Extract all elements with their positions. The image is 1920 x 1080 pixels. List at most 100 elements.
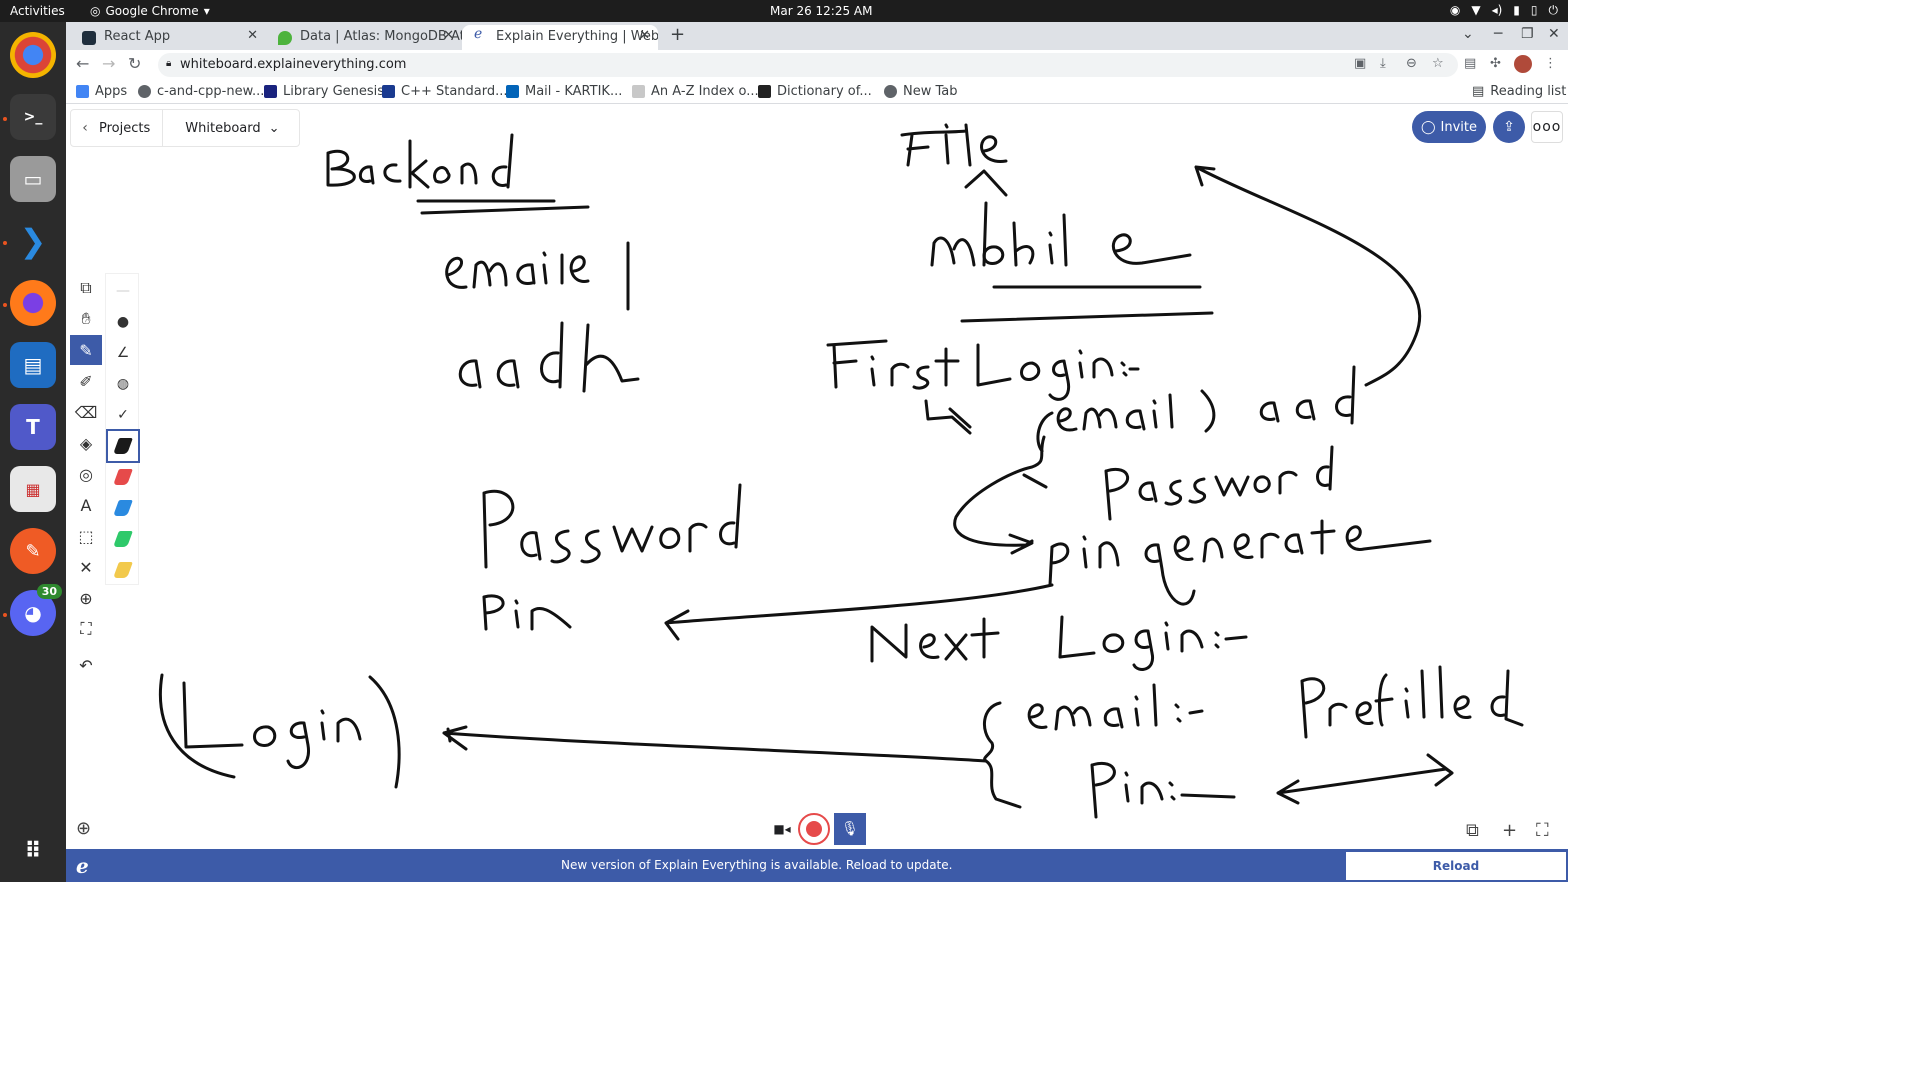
check-icon[interactable]: ✓ <box>117 407 129 423</box>
bookmark-library-genesis[interactable]: Library Genesis <box>264 84 384 99</box>
zoom-icon[interactable]: ⊖ <box>1406 56 1417 71</box>
board-name-dropdown[interactable]: Whiteboard ⌄ <box>163 121 279 136</box>
system-tray[interactable]: ◉ ▼ ◂) ▮ ▯ ⏻ <box>1450 3 1558 18</box>
add-slide-plus-icon[interactable]: + <box>1502 820 1518 841</box>
more-options-button[interactable]: ooo <box>1531 111 1563 143</box>
close-window-icon[interactable]: ✕ <box>1548 26 1560 42</box>
puzzle-icon[interactable]: ✣ <box>1490 56 1501 71</box>
restore-icon[interactable]: ❐ <box>1521 26 1534 42</box>
marker-blue-icon[interactable] <box>108 493 138 523</box>
discord-dock-icon[interactable]: ◕30 <box>10 584 62 636</box>
bookmark-star-icon[interactable]: ☆ <box>1432 56 1444 71</box>
mongodb-favicon-icon <box>278 31 292 45</box>
chevron-left-icon[interactable]: ‹ <box>82 120 88 136</box>
chevron-down-icon: ▾ <box>203 4 210 18</box>
hand-tool-icon[interactable]: ✋︎ <box>81 309 91 328</box>
record-button[interactable] <box>798 813 830 845</box>
reading-list[interactable]: ▤Reading list <box>1472 84 1567 99</box>
thin-line-icon[interactable]: — <box>116 283 130 299</box>
clock[interactable]: Mar 26 12:25 AM <box>770 4 873 18</box>
marker-swatch <box>113 438 133 454</box>
show-apps-icon[interactable]: ⠿ <box>24 838 42 864</box>
app-menu[interactable]: ◎ Google Chrome ▾ <box>90 4 210 18</box>
select-tool-icon[interactable]: ⬚ <box>78 526 94 546</box>
outlook-icon <box>506 85 519 98</box>
address-bar[interactable]: 🔒︎ whiteboard.explaineverything.com <box>158 53 1458 77</box>
forward-icon[interactable]: → <box>102 54 116 73</box>
browser-toolbar: ← → ↻ 🔒︎ whiteboard.explaineverything.co… <box>66 50 1568 80</box>
avatar[interactable] <box>1514 55 1532 73</box>
close-icon[interactable]: ✕ <box>639 28 650 43</box>
blocked-icon[interactable]: ▣ <box>1354 56 1367 71</box>
marker-swatch <box>113 500 133 516</box>
document-viewer-dock-icon[interactable]: ▦ <box>10 466 56 512</box>
extension-icon[interactable]: ▤ <box>1464 56 1477 71</box>
activities-button[interactable]: Activities <box>10 4 65 18</box>
wifi-icon: ▼ <box>1471 3 1481 17</box>
minimize-icon[interactable]: ─ <box>1494 26 1503 42</box>
reload-button[interactable]: Reload <box>1346 852 1566 880</box>
teams-dock-icon[interactable]: T <box>10 404 56 450</box>
handwriting-backend <box>326 133 590 215</box>
tab-mongodb-atlas[interactable]: Data | Atlas: MongoDB At ✕ <box>266 25 462 50</box>
zoom-in-icon[interactable]: ⊕ <box>76 818 92 839</box>
dot-size-icon[interactable]: ● <box>116 314 130 330</box>
handwriting-login <box>158 673 401 789</box>
bookmark-az-index[interactable]: An A-Z Index o... <box>632 84 759 99</box>
tab-search-icon[interactable]: ⌄ <box>1462 26 1474 42</box>
delete-tool-icon[interactable]: ✕ <box>79 557 93 577</box>
reading-list-icon: ▤ <box>1472 84 1485 99</box>
fill-tool-icon[interactable]: ◈ <box>79 433 93 453</box>
marker-swatch <box>113 469 133 485</box>
bookmark-c-and-cpp[interactable]: c-and-cpp-new... <box>138 84 264 99</box>
marker-red-icon[interactable] <box>108 462 138 492</box>
object-info-icon[interactable]: ⛶ <box>80 619 92 638</box>
eraser-tool-icon[interactable]: ⌫ <box>74 402 98 422</box>
projects-button[interactable]: Projects <box>99 110 164 146</box>
writer-dock-icon[interactable]: ▤ <box>10 342 56 388</box>
share-button[interactable]: ⇪ <box>1493 111 1525 143</box>
bookmark-new-tab[interactable]: New Tab <box>884 84 958 99</box>
slides-icon[interactable]: ⧉ <box>1466 820 1479 841</box>
back-icon[interactable]: ← <box>76 54 90 73</box>
chrome-dock-icon[interactable] <box>10 32 56 78</box>
marker-black-icon[interactable] <box>106 429 140 463</box>
volume-icon: ◂) <box>1491 3 1503 17</box>
bookmark-mail[interactable]: Mail - KARTIK... <box>506 84 622 99</box>
postman-dock-icon[interactable]: ✎ <box>10 528 56 574</box>
shapes-tool-icon[interactable]: ◎ <box>79 464 93 484</box>
files-dock-icon[interactable]: ▭ <box>10 156 56 202</box>
bookmark-cpp-standard[interactable]: C++ Standard... <box>382 84 508 99</box>
tab-title: Explain Everything | Web <box>496 29 658 44</box>
tab-react-app[interactable]: React App ✕ <box>70 25 266 50</box>
kebab-menu-icon[interactable]: ⋮ <box>1544 56 1557 71</box>
handwriting-first-login <box>826 339 1140 435</box>
firefox-dock-icon[interactable] <box>10 280 56 326</box>
camera-icon[interactable]: ■◂ <box>773 822 791 836</box>
terminal-dock-icon[interactable]: >_ <box>10 94 56 140</box>
new-tab-button[interactable]: + <box>670 24 686 45</box>
invite-button[interactable]: ◯ Invite <box>1412 111 1486 143</box>
texture-icon[interactable]: ◍ <box>116 376 130 392</box>
pen-tool-icon[interactable]: ✎ <box>70 335 102 365</box>
reload-icon[interactable]: ↻ <box>128 54 142 73</box>
add-slide-icon[interactable]: ⧉ <box>80 278 92 297</box>
marker-swatch <box>113 531 133 547</box>
tab-explain-everything[interactable]: ℯ Explain Everything | Web ✕ <box>462 25 658 50</box>
bookmark-apps[interactable]: Apps <box>76 84 127 99</box>
highlighter-tool-icon[interactable]: ✐ <box>79 371 93 391</box>
smooth-line-icon[interactable]: ∠ <box>116 345 130 361</box>
mic-off-icon[interactable]: 🎙︎ <box>834 813 866 845</box>
text-tool-icon[interactable]: A <box>80 495 92 515</box>
whiteboard-canvas[interactable] <box>66 105 1568 849</box>
undo-icon[interactable]: ↶ <box>79 655 93 675</box>
fullscreen-icon[interactable]: ⛶ <box>1536 820 1549 841</box>
marker-yellow-icon[interactable] <box>108 555 138 585</box>
bookmark-dictionary[interactable]: Dictionary of... <box>758 84 872 99</box>
laser-pointer-icon[interactable]: ⊕ <box>79 588 93 608</box>
install-icon[interactable]: ⤓ <box>1380 56 1386 71</box>
close-icon[interactable]: ✕ <box>247 28 258 43</box>
marker-green-icon[interactable] <box>108 524 138 554</box>
vscode-dock-icon[interactable]: ❯ <box>19 222 47 260</box>
close-icon[interactable]: ✕ <box>443 28 454 43</box>
